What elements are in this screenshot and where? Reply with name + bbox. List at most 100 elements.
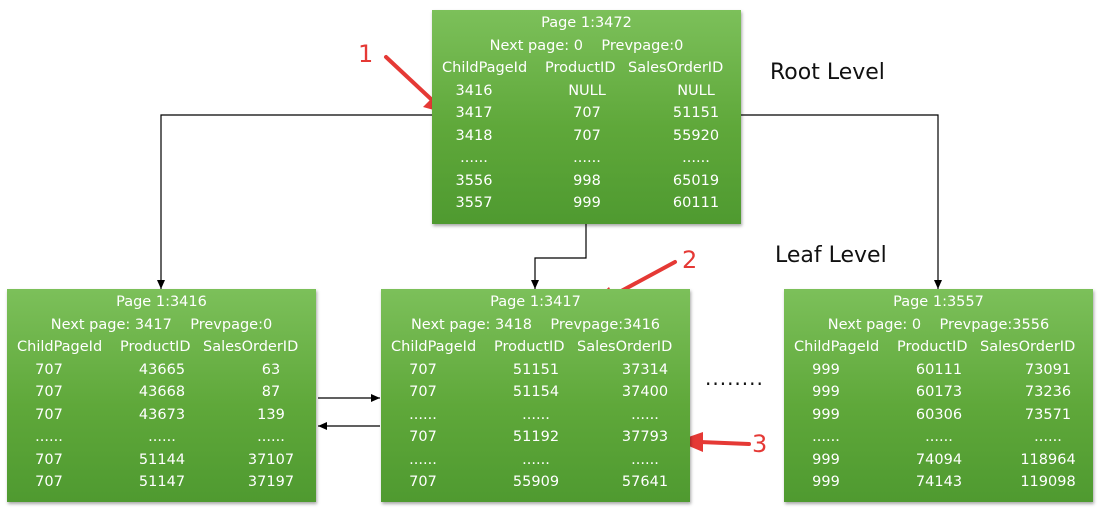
table-cell: 707	[35, 384, 63, 400]
table-cell: 118964	[1020, 451, 1076, 468]
page-title: Page 1:3472	[541, 15, 632, 31]
table-cell: 43665	[138, 361, 186, 378]
table-cell: 51192	[512, 429, 560, 445]
leaf-level-label: Leaf Level	[775, 243, 887, 268]
table-cell: ......	[522, 451, 550, 468]
table-cell: 707	[35, 451, 63, 468]
column-header: ChildPageId	[17, 339, 103, 355]
table-cell: 37107	[247, 451, 295, 468]
table-cell: ......	[148, 429, 176, 445]
next-prev-pointers: Next page: 0 Prevpage:3556	[827, 316, 1050, 333]
table-cell: 57641	[621, 474, 669, 490]
column-header: ProductID	[545, 60, 616, 76]
table-cell: ......	[925, 429, 953, 445]
table-cell: 3557	[455, 195, 493, 211]
table-cell: 55909	[512, 474, 560, 490]
table-cell: 707	[35, 474, 63, 490]
connector-root-to-right	[741, 114, 942, 289]
table-cell: ......	[631, 406, 659, 423]
red-arrow-3	[677, 432, 751, 452]
table-cell: 51154	[512, 384, 560, 400]
page-title: Page 1:3557	[893, 294, 984, 310]
connector-root-to-mid	[531, 224, 587, 289]
table-cell: ......	[409, 451, 437, 468]
page-title: Page 1:3417	[490, 294, 581, 310]
column-header: ChildPageId	[391, 339, 477, 355]
table-cell: 707	[573, 127, 601, 144]
table-cell: 73091	[1024, 361, 1072, 378]
table-cell: 707	[409, 429, 437, 445]
marker-1: 1	[358, 40, 374, 68]
table-cell: ......	[460, 150, 488, 166]
table-cell: 999	[812, 451, 840, 468]
table-cell: 60173	[915, 384, 963, 400]
table-cell: ......	[409, 406, 437, 423]
table-cell: 60111	[915, 361, 963, 378]
table-cell: 139	[257, 406, 285, 423]
table-cell: 60111	[672, 195, 720, 211]
page-title: Page 1:3416	[116, 294, 207, 310]
table-cell: 707	[409, 384, 437, 400]
table-cell: 999	[812, 361, 840, 378]
table-cell: NULL	[568, 82, 606, 99]
column-header: ProductID	[494, 339, 565, 355]
table-cell: 707	[409, 474, 437, 490]
root-level-label: Root Level	[770, 60, 885, 85]
marker-3: 3	[752, 430, 768, 458]
table-cell: 74143	[915, 474, 963, 490]
table-cell: 51151	[512, 361, 560, 378]
next-prev-pointers: Next page: 3417 Prevpage:0	[50, 316, 273, 333]
table-cell: 65019	[672, 172, 720, 189]
table-cell: 37793	[621, 429, 669, 445]
next-prev-pointers: Next page: 3418 Prevpage:3416	[410, 316, 661, 333]
table-cell: 43668	[138, 384, 186, 400]
column-header: ProductID	[120, 339, 191, 355]
table-cell: ......	[1034, 429, 1062, 445]
next-prev-pointers: Next page: 0 Prevpage:0	[489, 37, 684, 54]
table-cell: 87	[261, 384, 281, 400]
table-cell: NULL	[677, 82, 715, 99]
table-cell: 73236	[1024, 384, 1072, 400]
table-cell: 998	[573, 172, 601, 189]
column-header: SalesOrderID	[577, 339, 673, 355]
table-cell: 55920	[672, 127, 720, 144]
table-cell: 37400	[621, 384, 669, 400]
table-cell: 73571	[1024, 406, 1072, 423]
column-header: SalesOrderID	[203, 339, 299, 355]
table-cell: 37314	[621, 361, 669, 378]
table-cell: ......	[573, 150, 601, 166]
table-cell: 999	[812, 474, 840, 490]
table-cell: ......	[631, 451, 659, 468]
column-header: ProductID	[897, 339, 968, 355]
table-cell: 707	[409, 361, 437, 378]
table-cell: 60306	[915, 406, 963, 423]
table-cell: 707	[35, 361, 63, 378]
table-cell: 707	[35, 406, 63, 423]
more-pages-ellipsis: ........	[705, 366, 764, 390]
table-cell: 119098	[1020, 474, 1076, 490]
table-cell: ......	[682, 150, 710, 166]
marker-2: 2	[682, 246, 698, 274]
column-header: SalesOrderID	[628, 60, 724, 76]
column-header: ChildPageId	[442, 60, 528, 76]
table-cell: 51144	[138, 451, 186, 468]
column-header: SalesOrderID	[980, 339, 1076, 355]
table-cell: 43673	[138, 406, 186, 423]
table-cell: 999	[812, 406, 840, 423]
table-cell: 707	[573, 105, 601, 121]
table-cell: ......	[812, 429, 840, 445]
table-cell: 74094	[915, 451, 963, 468]
table-cell: 3417	[455, 105, 493, 121]
table-cell: 3556	[455, 172, 493, 189]
connector-root-to-left	[157, 114, 432, 289]
table-cell: ......	[35, 429, 63, 445]
table-cell: 999	[812, 384, 840, 400]
table-cell: 3416	[455, 82, 493, 99]
table-cell: 999	[573, 195, 601, 211]
table-cell: ......	[522, 406, 550, 423]
column-header: ChildPageId	[794, 339, 880, 355]
